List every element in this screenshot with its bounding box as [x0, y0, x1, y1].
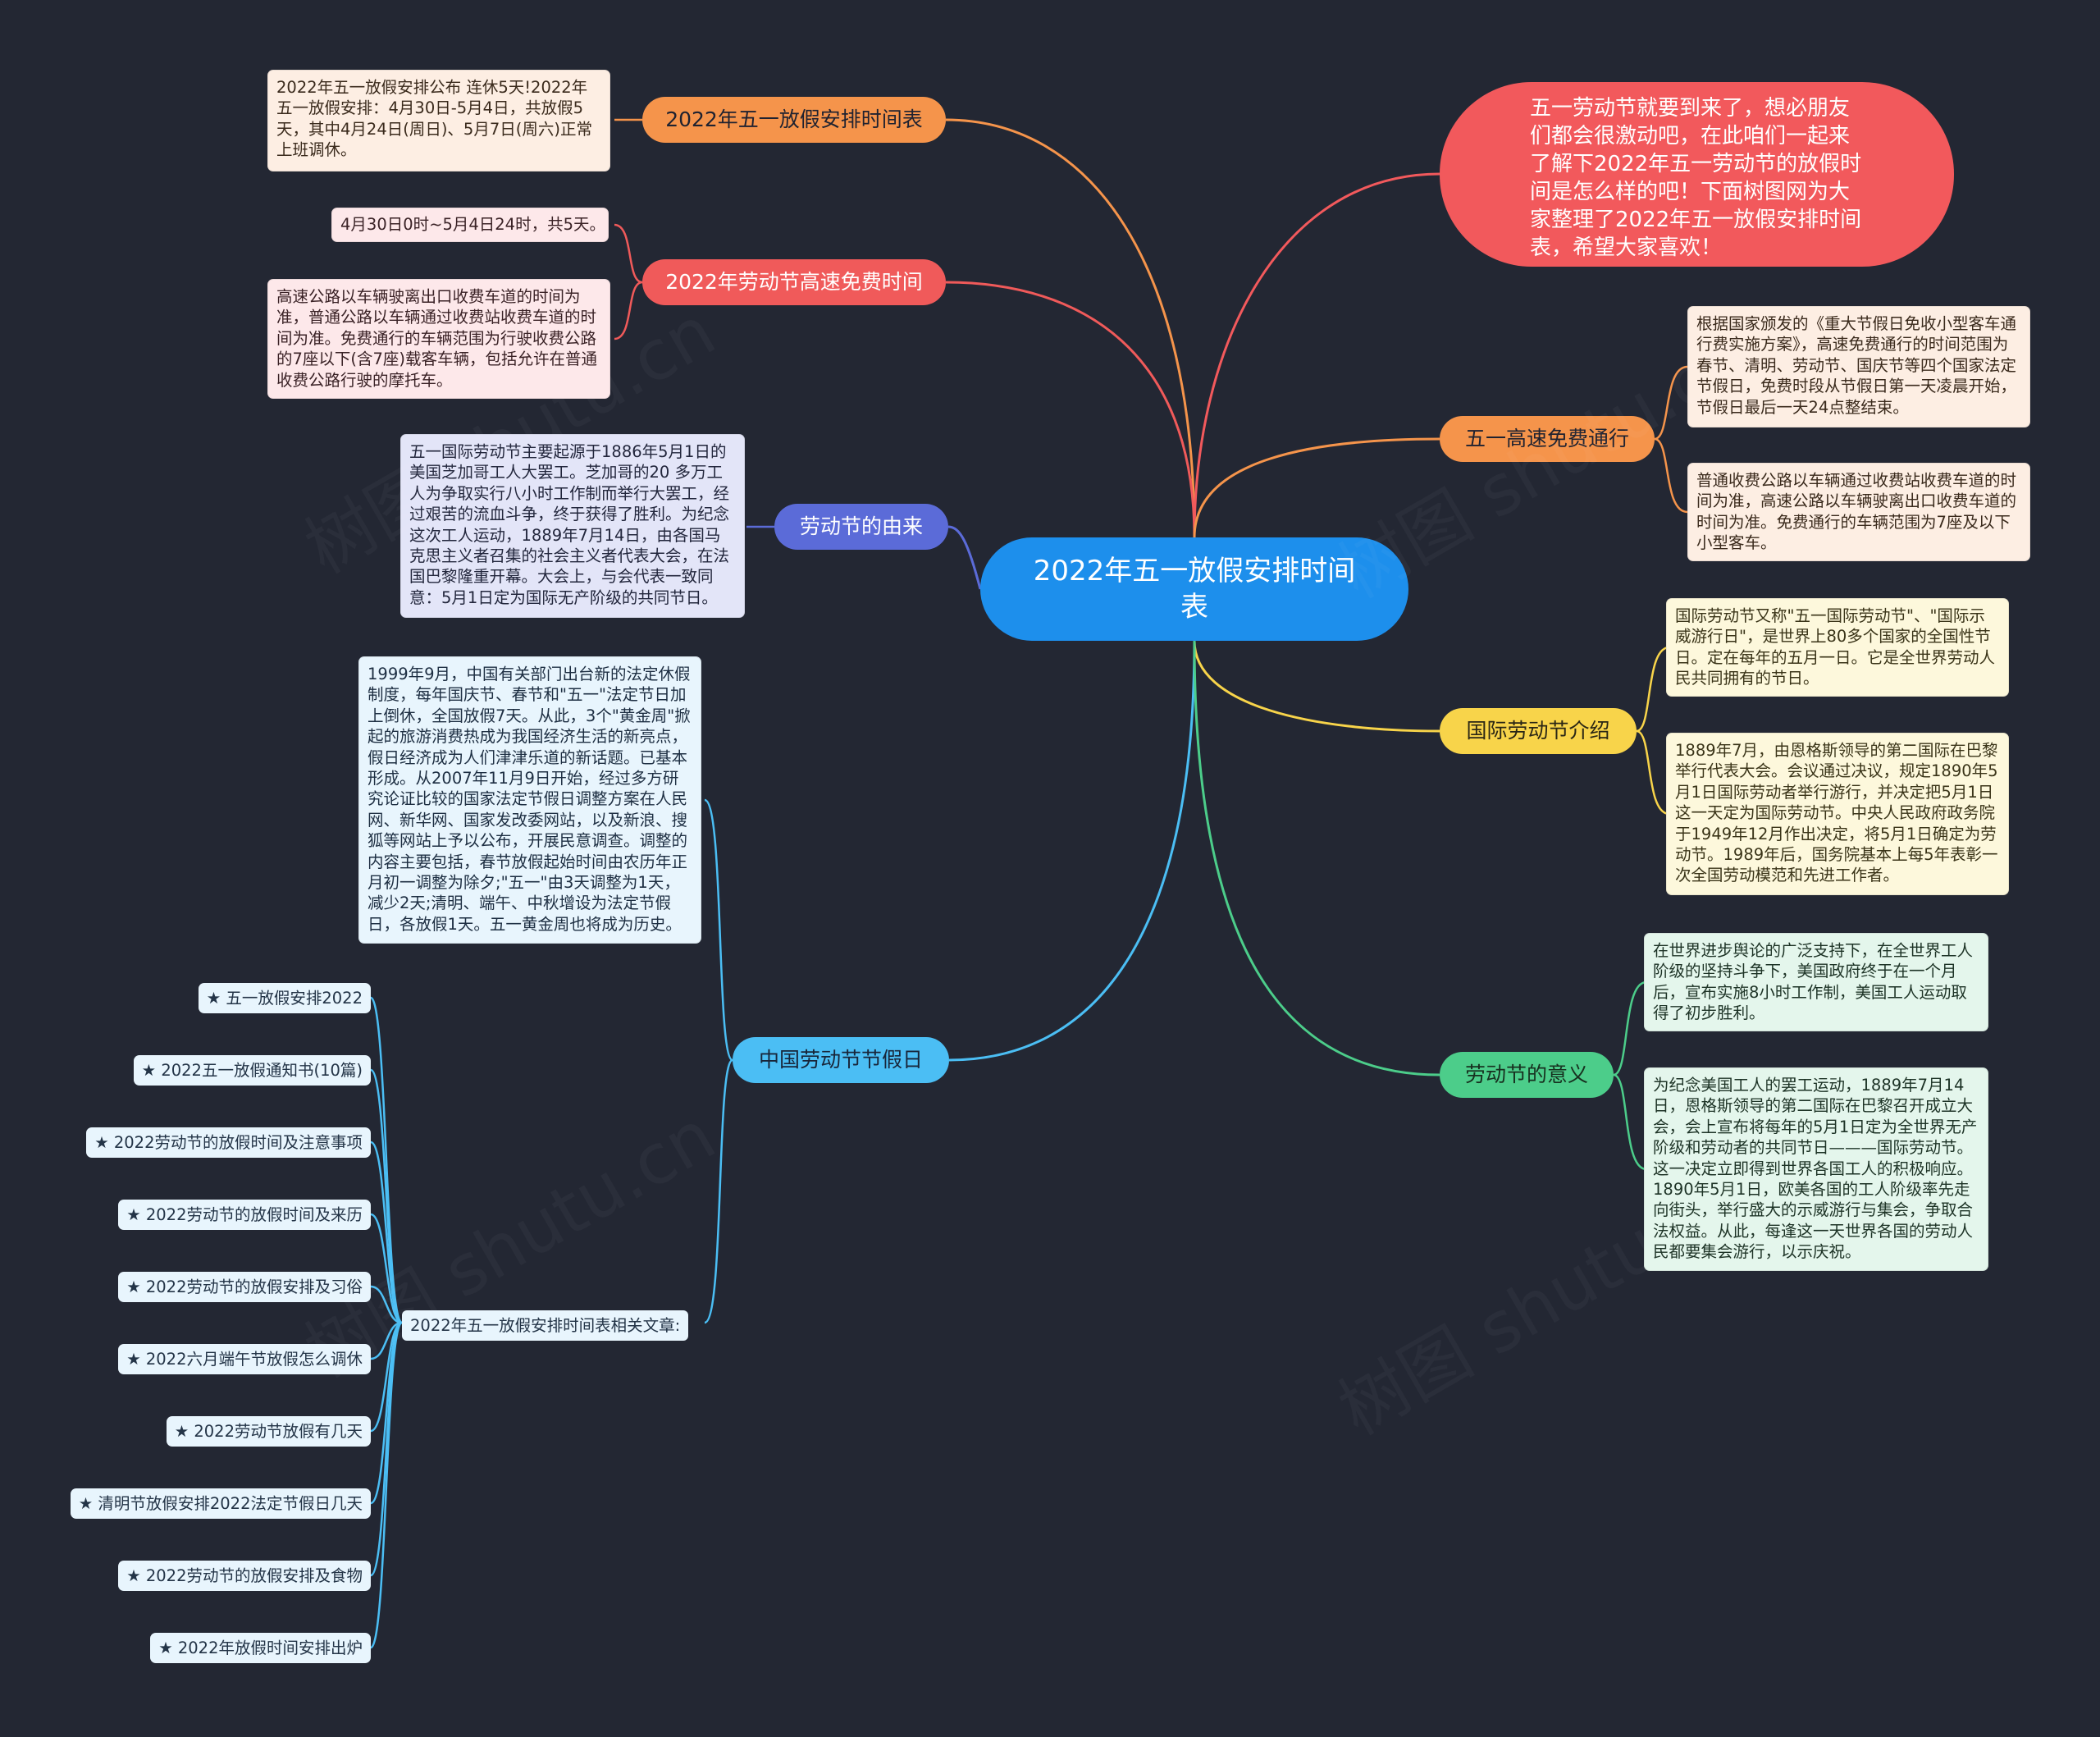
branch-highway-time[interactable]: 2022年劳动节高速免费时间 — [642, 259, 946, 305]
connector-schedule — [945, 118, 1196, 538]
related-article-link[interactable]: ★ 2022劳动节的放假时间及来历 — [118, 1200, 371, 1230]
connector-origin — [947, 525, 982, 590]
connector-article — [370, 1285, 403, 1324]
connector-article — [370, 1213, 403, 1324]
related-article-link[interactable]: ★ 2022劳动节的放假安排及食物 — [118, 1561, 371, 1591]
related-articles-title: 2022年五一放假安排时间表相关文章: — [402, 1310, 689, 1341]
connector-article — [370, 1321, 403, 1360]
meaning-leaf-1: 在世界进步舆论的广泛支持下，在全世界工人阶级的坚持斗争下，美国政府终于在一个月后… — [1644, 933, 1988, 1031]
related-article-link[interactable]: ★ 清明节放假安排2022法定节假日几天 — [70, 1488, 371, 1519]
highway-time-leaf-2: 高速公路以车辆驶离出口收费车道的时间为准，普通公路以车辆通过收费站收费车道的时间… — [267, 279, 610, 399]
schedule-leaf: 2022年五一放假安排公布 连休5天!2022年五一放假安排：4月30日-5月4… — [267, 70, 610, 171]
connector-free-pass — [1193, 437, 1440, 538]
connector-intl-intro — [1193, 640, 1440, 733]
intl-intro-leaf-1: 国际劳动节又称"五一国际劳动节"、"国际示威游行日"，是世界上80多个国家的全国… — [1666, 598, 2009, 697]
highway-time-leaf-1: 4月30日0时~5月4日24时，共5天。 — [331, 208, 609, 242]
meaning-leaf-2: 为纪念美国工人的罢工运动，1889年7月14日，恩格斯领导的第二国际在巴黎召开成… — [1644, 1067, 1988, 1271]
connector-meaning-leaf — [1613, 980, 1647, 1076]
connector-free-pass-leaf — [1654, 437, 1688, 514]
connector-china-leaf — [704, 798, 734, 1062]
connector-intl-leaf — [1636, 646, 1670, 733]
branch-meaning[interactable]: 劳动节的意义 — [1440, 1052, 1614, 1098]
related-article-link[interactable]: ★ 2022劳动节放假有几天 — [166, 1416, 371, 1447]
connector-highway-leaf — [614, 281, 643, 341]
connector-intl-leaf — [1636, 729, 1670, 816]
branch-origin[interactable]: 劳动节的由来 — [774, 504, 948, 550]
intl-intro-leaf-2: 1889年7月，由恩格斯领导的第二国际在巴黎举行代表大会。会议通过决议，规定18… — [1666, 733, 2009, 895]
related-article-link[interactable]: ★ 五一放假安排2022 — [198, 983, 371, 1013]
china-holiday-leaf: 1999年9月，中国有关部门出台新的法定休假制度，每年国庆节、春节和"五一"法定… — [358, 656, 701, 944]
central-topic[interactable]: 2022年五一放假安排时间表 — [980, 537, 1408, 641]
branch-china-holiday[interactable]: 中国劳动节节假日 — [733, 1037, 949, 1083]
connector-article — [370, 1140, 403, 1324]
related-article-link[interactable]: ★ 2022五一放假通知书(10篇) — [133, 1055, 371, 1086]
related-article-link[interactable]: ★ 2022六月端午节放假怎么调休 — [118, 1344, 371, 1374]
branch-schedule[interactable]: 2022年五一放假安排时间表 — [642, 97, 946, 143]
connector-free-pass-leaf — [1654, 365, 1688, 441]
free-pass-leaf-2: 普通收费公路以车辆通过收费站收费车道的时间为准，高速公路以车辆驶离出口收费车道的… — [1687, 463, 2030, 561]
free-pass-leaf-1: 根据国家颁发的《重大节假日免收小型客车通行费实施方案》，高速免费通行的时间范围为… — [1687, 306, 2030, 427]
connector-article — [369, 1321, 404, 1577]
connector-article — [369, 1321, 404, 1649]
intro-bubble[interactable]: 五一劳动节就要到来了，想必朋友们都会很激动吧，在此咱们一起来了解下2022年五一… — [1440, 82, 1954, 267]
branch-intl-intro[interactable]: 国际劳动节介绍 — [1440, 708, 1637, 754]
connector-article — [369, 1068, 404, 1324]
branch-free-pass[interactable]: 五一高速免费通行 — [1440, 416, 1655, 462]
connector-meaning — [1193, 640, 1440, 1076]
related-article-link[interactable]: ★ 2022劳动节的放假时间及注意事项 — [86, 1127, 371, 1158]
connector-intro — [1193, 172, 1440, 538]
connector-highway-leaf — [614, 223, 643, 284]
related-article-link[interactable]: ★ 2022劳动节的放假安排及习俗 — [118, 1272, 371, 1302]
related-article-link[interactable]: ★ 2022年放假时间安排出炉 — [150, 1633, 371, 1663]
connector-china-holiday — [948, 640, 1196, 1062]
central-topic-label: 2022年五一放假安排时间表 — [1033, 555, 1356, 624]
intro-text: 五一劳动节就要到来了，想必朋友们都会很激动吧，在此咱们一起来了解下2022年五一… — [1530, 95, 1862, 260]
connector-meaning-leaf — [1613, 1073, 1647, 1171]
connector-highway-time — [945, 281, 1196, 538]
origin-leaf: 五一国际劳动节主要起源于1886年5月1日的美国芝加哥工人大罢工。芝加哥的20 … — [400, 434, 745, 618]
connector-china-leaf — [704, 1058, 734, 1324]
